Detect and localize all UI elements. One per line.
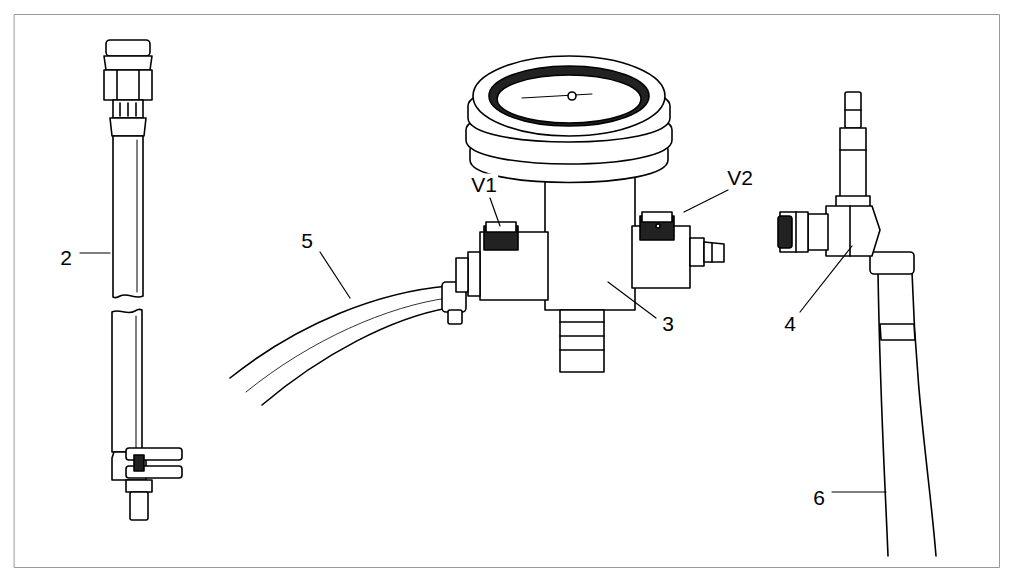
hose-assembly (113, 136, 143, 298)
hose-assembly (104, 56, 152, 70)
leader-lines (800, 246, 852, 312)
hose-assembly (106, 40, 150, 56)
callout-number: 4 (783, 313, 797, 334)
hose-assembly (126, 480, 152, 492)
t-fitting (778, 92, 936, 556)
hose-assembly (130, 492, 148, 520)
pressure-gauge (473, 56, 665, 136)
pressure-gauge (560, 335, 604, 337)
t-fitting (808, 214, 828, 250)
pressure-gauge (560, 349, 604, 351)
leader-lines (684, 190, 728, 212)
frame (15, 15, 1000, 568)
t-fitting (845, 92, 861, 128)
leader-lines (490, 198, 500, 226)
hose-assembly (116, 70, 118, 100)
t-fitting (870, 252, 914, 274)
pressure-gauge (711, 243, 713, 262)
hose (262, 308, 448, 405)
hose-assembly (136, 316, 137, 450)
hose (230, 282, 466, 405)
t-fitting (826, 206, 880, 256)
hose (448, 310, 462, 324)
hose-assembly (137, 140, 138, 292)
leader-lines (832, 491, 886, 492)
pressure-gauge (456, 258, 468, 292)
pressure-gauge (656, 224, 660, 228)
t-fitting (840, 128, 866, 198)
hose-assembly (127, 103, 129, 116)
pressure-gauge (568, 92, 576, 100)
hose-assembly (135, 103, 137, 116)
hose-assembly (113, 100, 143, 118)
hose-assembly (138, 70, 140, 100)
pressure-gauge (704, 242, 724, 262)
leader-lines (608, 282, 656, 318)
hose-assembly (134, 455, 144, 471)
t-fitting (795, 212, 797, 252)
pressure-gauge (497, 75, 641, 123)
t-fitting (880, 324, 915, 340)
pressure-gauge (486, 222, 516, 232)
callout-number: 3 (661, 313, 675, 334)
pressure-gauge (690, 238, 704, 266)
hose (246, 298, 448, 392)
pressure-gauge (468, 252, 480, 296)
pressure-gauge (456, 56, 724, 372)
callout-number: 6 (812, 487, 826, 508)
hose-assembly (110, 118, 146, 136)
t-fitting (778, 216, 792, 248)
t-fitting (878, 272, 888, 556)
callout-number: 5 (300, 230, 314, 251)
pressure-gauge (560, 310, 604, 372)
hose-assembly (104, 70, 152, 100)
pressure-gauge (489, 66, 649, 126)
hose-assembly (104, 40, 182, 520)
pressure-gauge (642, 212, 672, 222)
callout-number: V1 (470, 174, 498, 195)
pressure-gauge (545, 170, 635, 310)
callout-number: 2 (59, 247, 73, 268)
t-fitting (912, 272, 936, 556)
leader-lines (80, 252, 110, 253)
callout-number: V2 (726, 167, 754, 188)
pressure-gauge (560, 321, 604, 323)
leader-lines (80, 190, 886, 492)
t-fitting (845, 109, 861, 111)
t-fitting (840, 149, 866, 151)
hose (230, 286, 448, 378)
hose-assembly (112, 309, 142, 452)
leader-lines (320, 252, 350, 298)
hose-assembly (119, 103, 121, 116)
pressure-gauge (522, 94, 592, 98)
